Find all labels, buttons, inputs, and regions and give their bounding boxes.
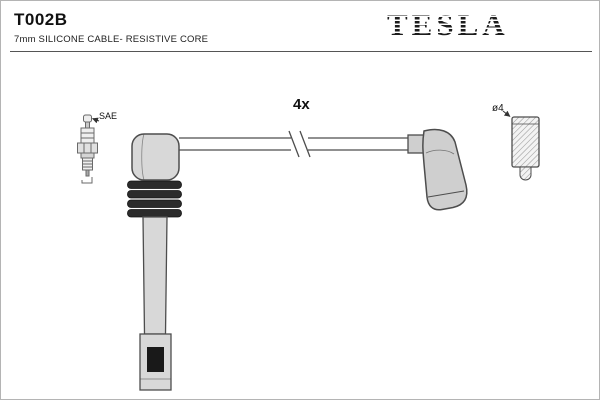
cable-break-mark <box>299 130 311 158</box>
cable-line <box>179 130 413 158</box>
cable-spec-subtitle: 7mm SILICONE CABLE- RESISTIVE CORE <box>14 34 209 45</box>
connector-drawing <box>511 116 540 181</box>
part-number: T002B <box>14 10 68 29</box>
ignition-cable-drawing <box>127 128 468 391</box>
boot-ribs <box>127 180 182 218</box>
left-boot-drawing <box>127 133 182 391</box>
cable-break-mark <box>288 130 300 158</box>
spark-plug-drawing <box>77 114 98 184</box>
tesla-logo: TESLA <box>387 7 509 42</box>
header-divider <box>10 51 592 52</box>
spark-plug-label: SAE <box>99 111 118 121</box>
connector-diameter-label: ø4 <box>492 103 504 114</box>
right-boot-drawing <box>407 128 468 211</box>
sae-label-arrow <box>92 117 100 124</box>
dia-label-arrow <box>502 110 511 117</box>
quantity-label: 4x <box>293 96 310 113</box>
